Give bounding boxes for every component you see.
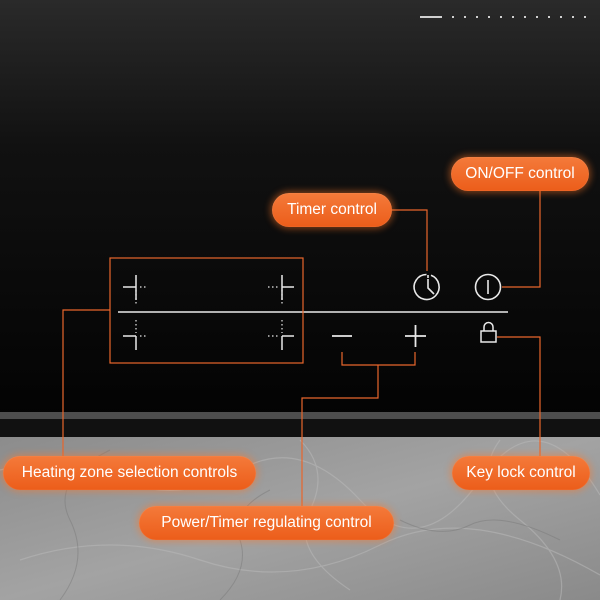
power-icon[interactable] <box>474 273 502 301</box>
lock-icon[interactable] <box>480 321 497 343</box>
cooktop-edge <box>0 412 600 419</box>
timer-control-label: Timer control <box>272 193 392 227</box>
zone-rear-right-icon[interactable] <box>268 320 294 350</box>
power-timer-label: Power/Timer regulating control <box>139 506 394 540</box>
plus-icon[interactable] <box>405 325 426 347</box>
zone-front-right-icon[interactable] <box>268 275 294 304</box>
zone-front-left-icon[interactable] <box>123 275 148 304</box>
leader-heating-zone <box>62 309 110 460</box>
top-right-dotted-line <box>420 16 586 18</box>
leader-power <box>301 365 379 510</box>
key-lock-control-label: Key lock control <box>452 456 590 490</box>
zone-rear-left-icon[interactable] <box>123 320 148 350</box>
on-off-control-label: ON/OFF control <box>451 157 589 191</box>
leader-on-off <box>502 191 541 288</box>
clock-icon[interactable] <box>413 273 440 301</box>
leader-timer <box>392 209 428 271</box>
leader-key-lock <box>497 336 541 460</box>
cooktop-shadow <box>0 419 600 437</box>
heating-zone-label: Heating zone selection controls <box>3 456 256 490</box>
leader-lines <box>62 191 541 510</box>
